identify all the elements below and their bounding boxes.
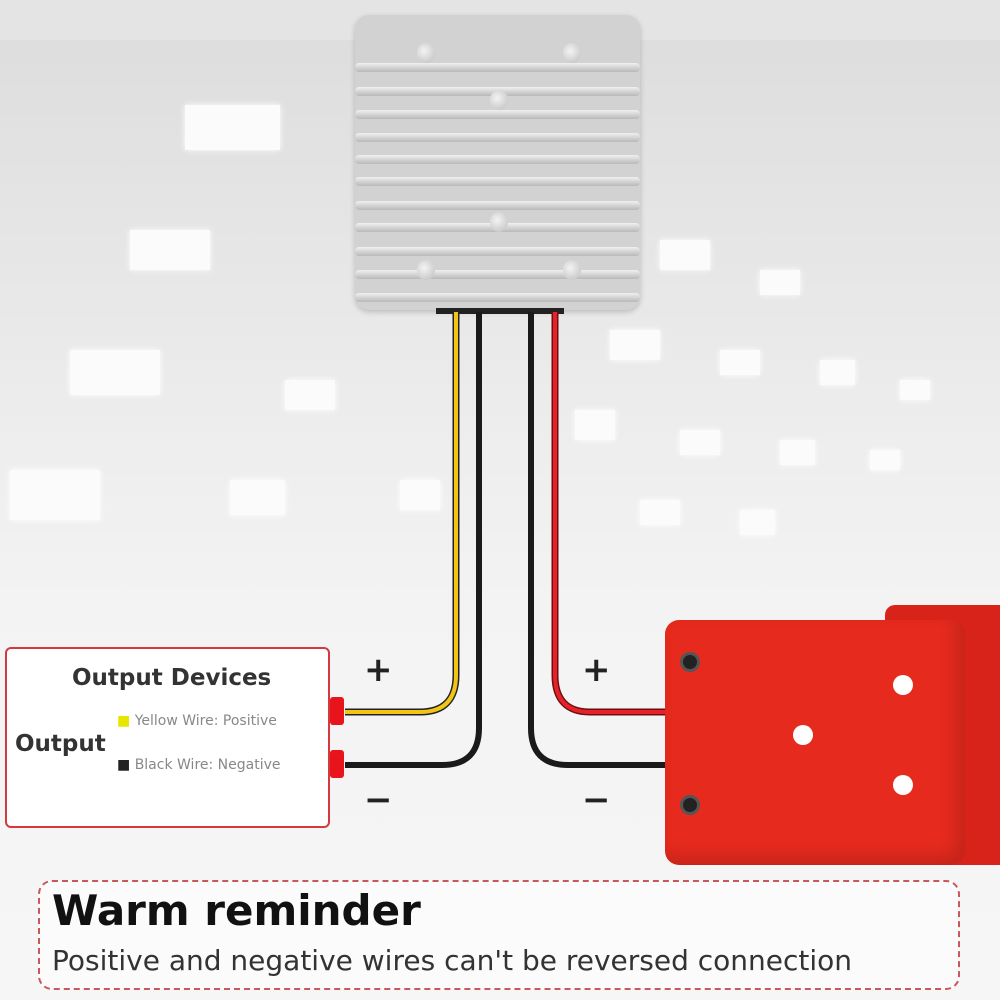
black-bullet-icon: ■ [117, 757, 131, 773]
battery-adapter [665, 620, 965, 865]
output-label: Output [15, 731, 106, 757]
positive-terminal [330, 697, 344, 725]
reminder-text: Positive and negative wires can't be rev… [52, 944, 853, 977]
dc-converter-module [355, 15, 640, 310]
legend-black-text: Black Wire: Negative [134, 757, 281, 773]
screw-icon [563, 43, 581, 63]
screw-icon [563, 260, 581, 280]
reminder-title: Warm reminder [52, 886, 421, 935]
negative-sign-right: − [582, 780, 611, 820]
warm-reminder-box: Warm reminder Positive and negative wire… [38, 880, 960, 990]
positive-sign-right: + [582, 650, 611, 690]
negative-terminal [330, 750, 344, 778]
screw-icon [417, 43, 435, 63]
legend-yellow: ■ Yellow Wire: Positive [117, 713, 277, 729]
contact-hole [893, 675, 913, 695]
negative-sign-left: − [364, 780, 393, 820]
screw-icon [490, 90, 508, 110]
bolt-icon [680, 795, 700, 815]
screw-icon [417, 260, 435, 280]
output-devices-title: Output Devices [72, 665, 272, 691]
output-devices-box: Output Devices Output ■ Yellow Wire: Pos… [5, 647, 330, 828]
contact-hole [893, 775, 913, 795]
screw-icon [490, 212, 508, 232]
black-wire-left [345, 312, 482, 768]
legend-black: ■ Black Wire: Negative [117, 757, 281, 773]
legend-yellow-text: Yellow Wire: Positive [134, 713, 277, 729]
positive-sign-left: + [364, 650, 393, 690]
yellow-bullet-icon: ■ [117, 713, 131, 729]
black-wire-right [528, 312, 665, 768]
yellow-wire [345, 312, 460, 716]
bolt-icon [680, 652, 700, 672]
contact-hole [793, 725, 813, 745]
